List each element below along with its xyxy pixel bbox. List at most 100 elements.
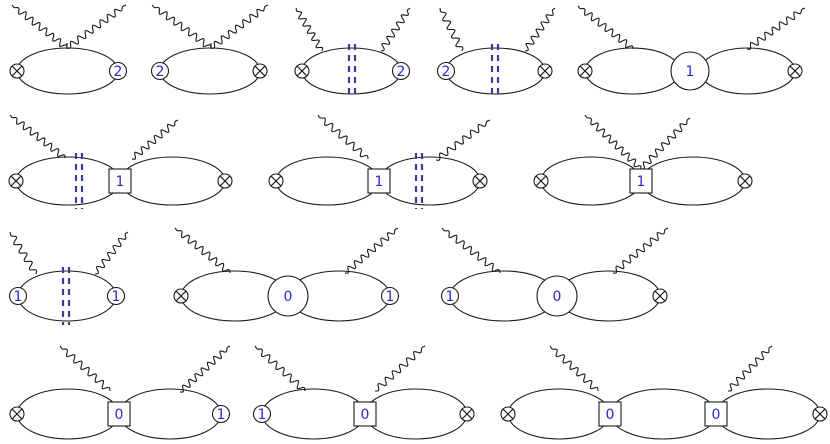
- propagator-loop: [609, 388, 717, 440]
- diagram-d2: 2: [150, 4, 269, 95]
- photon-line: [94, 231, 129, 275]
- photon-line: [9, 231, 38, 275]
- square-vertex: 1: [108, 168, 132, 194]
- otimes-vertex: [252, 63, 268, 79]
- diagram-d6: 1: [8, 114, 233, 209]
- photon-line: [641, 117, 691, 170]
- otimes-vertex: [533, 173, 549, 189]
- propagator-loop: [364, 388, 468, 440]
- photon-line: [441, 227, 501, 274]
- vertex-label: 1: [217, 407, 226, 423]
- propagator-loop: [16, 388, 120, 440]
- otimes-vertex: [217, 173, 233, 189]
- propagator-loop: [261, 388, 366, 440]
- numbered-vertex: 2: [436, 61, 456, 81]
- vertex-label: 1: [14, 289, 23, 305]
- photon-line: [66, 4, 127, 49]
- photon-line: [380, 7, 411, 52]
- propagator-loop: [378, 156, 481, 206]
- otimes-vertex: [173, 288, 189, 304]
- photon-line: [254, 345, 306, 392]
- square-vertex: 1: [629, 168, 653, 194]
- vertex-label: 1: [258, 407, 267, 423]
- vertex-label: 1: [375, 174, 384, 190]
- otimes-vertex: [812, 406, 828, 422]
- cut-line: [490, 44, 500, 98]
- otimes-vertex: [500, 406, 516, 422]
- photon-line: [524, 7, 556, 52]
- photon-line: [174, 227, 231, 274]
- otimes-vertex: [459, 406, 475, 422]
- photon-line: [577, 5, 634, 50]
- vertex-label: 2: [397, 64, 406, 80]
- propagator-loop: [301, 47, 402, 95]
- otimes-vertex: [294, 63, 310, 79]
- diagram-d10: 10: [173, 227, 400, 322]
- photon-line: [210, 4, 269, 49]
- propagator-loop: [540, 156, 642, 206]
- propagator-loop: [159, 47, 261, 95]
- vertex-label: 1: [116, 174, 125, 190]
- vertex-label: 1: [386, 289, 395, 305]
- vertex-label: 1: [637, 174, 646, 190]
- photon-line: [746, 7, 806, 50]
- propagator-loop: [118, 388, 222, 440]
- otimes-vertex: [787, 63, 803, 79]
- photon-line: [179, 345, 231, 393]
- photon-line: [9, 114, 66, 159]
- cut-line: [74, 153, 84, 209]
- otimes-vertex: [737, 173, 753, 189]
- photon-line: [317, 114, 369, 160]
- square-vertex: 1: [367, 168, 391, 194]
- propagator-loop: [584, 47, 681, 95]
- otimes-vertex: [537, 63, 553, 79]
- cut-line: [414, 153, 424, 209]
- vertex-label: 0: [712, 407, 721, 423]
- photon-line: [344, 227, 399, 274]
- otimes-vertex: [577, 63, 593, 79]
- numbered-vertex: 1: [106, 286, 126, 306]
- circle-vertex: 0: [536, 275, 578, 317]
- propagator-loop: [507, 388, 611, 440]
- photon-line: [295, 7, 324, 52]
- photon-line: [131, 119, 179, 160]
- circle-vertex: 0: [267, 275, 309, 317]
- otimes-vertex: [268, 173, 284, 189]
- photon-line: [439, 7, 464, 52]
- vertex-label: 0: [115, 407, 124, 423]
- cut-line: [347, 44, 357, 98]
- numbered-vertex: 1: [440, 286, 460, 306]
- diagram-d1: 2: [9, 4, 128, 95]
- photon-line: [151, 4, 212, 49]
- circle-vertex: 1: [670, 51, 710, 91]
- vertex-label: 1: [112, 289, 121, 305]
- square-vertex: 0: [107, 401, 131, 427]
- numbered-vertex: 1: [380, 286, 400, 306]
- vertex-label: 1: [446, 289, 455, 305]
- vertex-label: 2: [442, 64, 451, 80]
- numbered-vertex: 1: [8, 286, 28, 306]
- diagram-d8: 1: [533, 114, 753, 206]
- numbered-vertex: 1: [252, 404, 272, 424]
- photon-line: [11, 4, 68, 49]
- photon-line: [375, 345, 426, 392]
- diagram-d7: 1: [268, 114, 491, 209]
- diagram-d5: 1: [577, 5, 806, 95]
- diagram-d12: 10: [9, 345, 231, 440]
- vertex-label: 0: [284, 289, 293, 305]
- vertex-label: 0: [361, 407, 370, 423]
- vertex-label: 1: [686, 64, 695, 80]
- otimes-vertex: [9, 63, 25, 79]
- photon-line: [584, 114, 642, 169]
- propagator-loop: [17, 270, 117, 322]
- vertex-label: 0: [553, 289, 562, 305]
- photon-line: [612, 227, 669, 274]
- numbered-vertex: 2: [150, 61, 170, 81]
- vertex-label: 2: [156, 64, 165, 80]
- vertex-label: 0: [606, 407, 615, 423]
- otimes-vertex: [652, 288, 668, 304]
